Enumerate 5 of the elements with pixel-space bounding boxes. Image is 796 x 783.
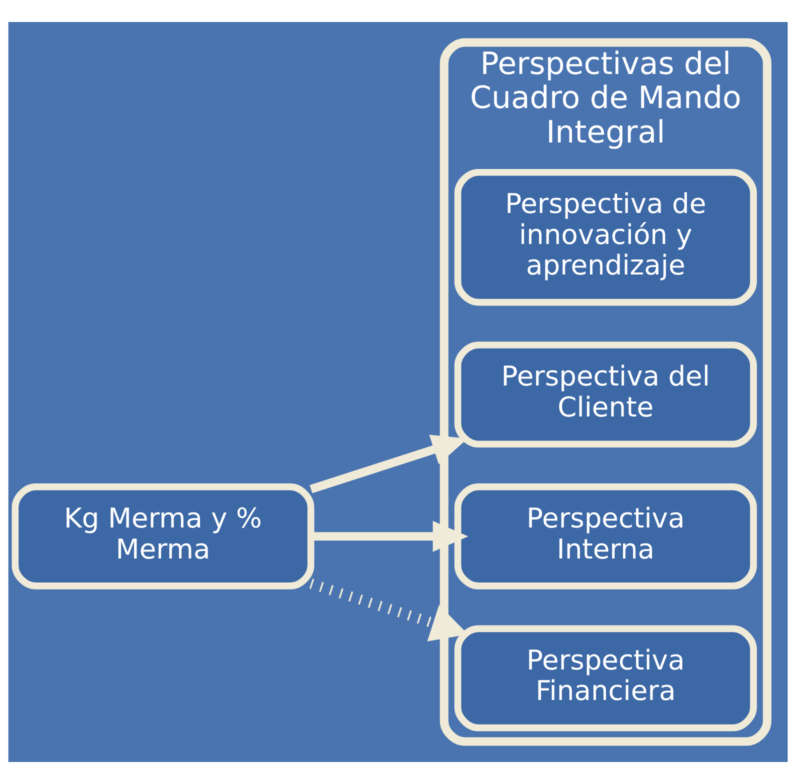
node-box: Perspectiva Interna bbox=[454, 482, 757, 589]
node-box: Kg Merma y % Merma bbox=[12, 482, 314, 589]
node-box: Perspectiva del Cliente bbox=[454, 341, 757, 448]
node-box: Perspectiva Financiera bbox=[454, 624, 757, 731]
node-box: Perspectiva de innovación y aprendizaje bbox=[454, 168, 757, 306]
